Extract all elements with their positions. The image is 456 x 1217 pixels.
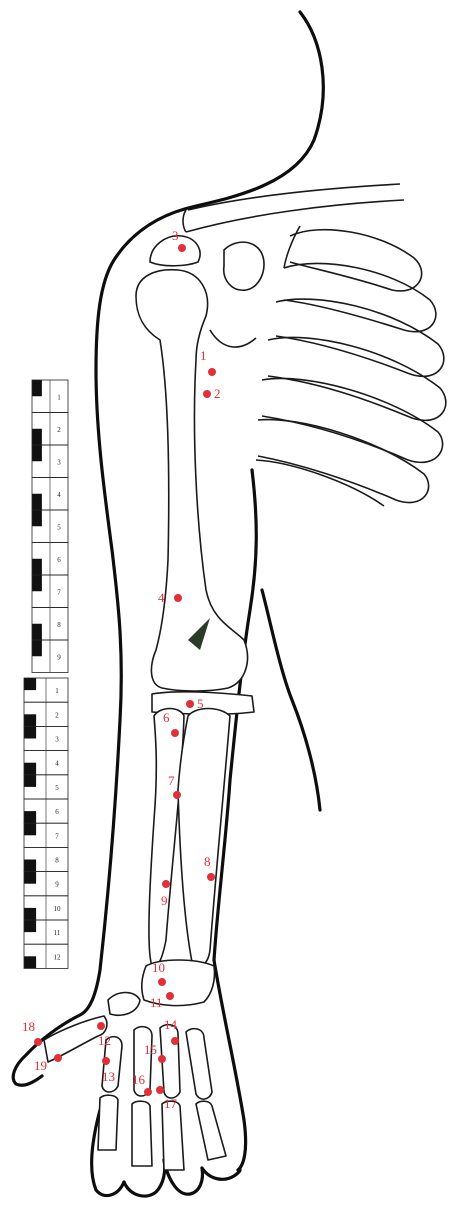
scale-number: 3 bbox=[55, 736, 59, 744]
acupoint-dot bbox=[174, 594, 182, 602]
acupoint-dot bbox=[158, 978, 166, 986]
scale-number: 11 bbox=[54, 929, 61, 937]
acupoint-label: 2 bbox=[214, 386, 221, 401]
scale-number: 1 bbox=[55, 687, 59, 695]
scale-number: 7 bbox=[55, 832, 59, 840]
acupoint-label: 3 bbox=[172, 228, 179, 243]
scale-tick bbox=[24, 811, 36, 823]
scale-number: 8 bbox=[57, 621, 61, 629]
scale-number: 5 bbox=[57, 523, 61, 531]
acupoint-dot bbox=[208, 368, 216, 376]
scale-tick bbox=[24, 920, 36, 932]
scale-number: 6 bbox=[55, 808, 59, 816]
acupoint-label: 18 bbox=[22, 1019, 35, 1034]
acupoint-label: 7 bbox=[168, 773, 175, 788]
scale-number: 10 bbox=[54, 905, 62, 913]
scale-number: 4 bbox=[55, 760, 59, 768]
scale-upper: 1 2 3 4 5 6 7 8 9 bbox=[32, 380, 68, 673]
acupoint-label: 16 bbox=[132, 1072, 146, 1087]
scale-number: 5 bbox=[55, 784, 59, 792]
scale-number: 4 bbox=[57, 491, 61, 499]
acupoint-label: 11 bbox=[150, 995, 163, 1010]
scale-tick bbox=[32, 624, 42, 640]
scale-tick bbox=[24, 714, 36, 726]
acupoint-18: 18 bbox=[22, 1019, 42, 1046]
acupoint-dot bbox=[166, 992, 174, 1000]
acupoint-label: 10 bbox=[152, 960, 165, 975]
acupoint-dot bbox=[186, 700, 194, 708]
acupoint-2: 2 bbox=[203, 386, 221, 401]
acupoint-label: 9 bbox=[161, 893, 168, 908]
scale-number: 9 bbox=[55, 881, 59, 889]
scale-tick bbox=[24, 908, 36, 920]
acupoint-12: 12 bbox=[97, 1022, 111, 1048]
acupoint-dot bbox=[171, 1037, 179, 1045]
acupoint-dot bbox=[207, 873, 215, 881]
acupoint-dot bbox=[34, 1038, 42, 1046]
scale-number: 1 bbox=[57, 393, 61, 401]
scale-tick bbox=[32, 575, 42, 591]
acupoint-label: 4 bbox=[158, 590, 165, 605]
scale-tick bbox=[24, 763, 36, 775]
scale-number: 3 bbox=[57, 458, 61, 466]
acupoint-label: 8 bbox=[204, 854, 211, 869]
scale-tick bbox=[24, 678, 36, 690]
acupoint-dot bbox=[171, 729, 179, 737]
acupoint-label: 14 bbox=[164, 1017, 178, 1032]
scale-number: 2 bbox=[57, 426, 61, 434]
acupoint-dot bbox=[54, 1054, 62, 1062]
scale-tick bbox=[32, 640, 42, 656]
scale-number: 6 bbox=[57, 556, 61, 564]
scale-tick bbox=[32, 494, 42, 510]
acupoint-label: 15 bbox=[144, 1042, 157, 1057]
acupoint-dot bbox=[158, 1055, 166, 1063]
acupoint-label: 17 bbox=[164, 1096, 178, 1111]
scale-number: 8 bbox=[55, 857, 59, 865]
acupoint-dot bbox=[97, 1022, 105, 1030]
scale-tick bbox=[32, 559, 42, 575]
scale-tick bbox=[24, 775, 36, 787]
scale-tick bbox=[32, 429, 42, 445]
scale-tick bbox=[24, 872, 36, 884]
acupoint-dot bbox=[178, 244, 186, 252]
scale-number: 9 bbox=[57, 653, 61, 661]
scale-tick bbox=[24, 860, 36, 872]
acupoint-label: 12 bbox=[98, 1033, 111, 1048]
scale-number: 7 bbox=[57, 588, 61, 596]
scale-tick bbox=[32, 380, 42, 396]
bones bbox=[44, 236, 254, 1170]
acupoint-dot bbox=[102, 1057, 110, 1065]
scale-number: 12 bbox=[54, 953, 62, 961]
scale-tick bbox=[32, 510, 42, 526]
scale-tick bbox=[24, 823, 36, 835]
acupoint-dot bbox=[162, 880, 170, 888]
acupoint-label: 19 bbox=[34, 1058, 47, 1073]
acupoint-dot bbox=[203, 390, 211, 398]
acupoint-dot bbox=[144, 1088, 152, 1096]
scale-number: 2 bbox=[55, 711, 59, 719]
acupoint-label: 13 bbox=[102, 1069, 115, 1084]
acupoint-label: 5 bbox=[197, 696, 204, 711]
scale-tick bbox=[24, 726, 36, 738]
scale-tick bbox=[32, 445, 42, 461]
acupoint-label: 1 bbox=[200, 348, 207, 363]
acupoint-dot bbox=[173, 791, 181, 799]
acupoint-1: 1 bbox=[200, 348, 216, 376]
ribcage bbox=[183, 184, 446, 506]
acupoint-label: 6 bbox=[163, 710, 170, 725]
scale-tick bbox=[24, 956, 36, 968]
acupoint-dot bbox=[156, 1086, 164, 1094]
